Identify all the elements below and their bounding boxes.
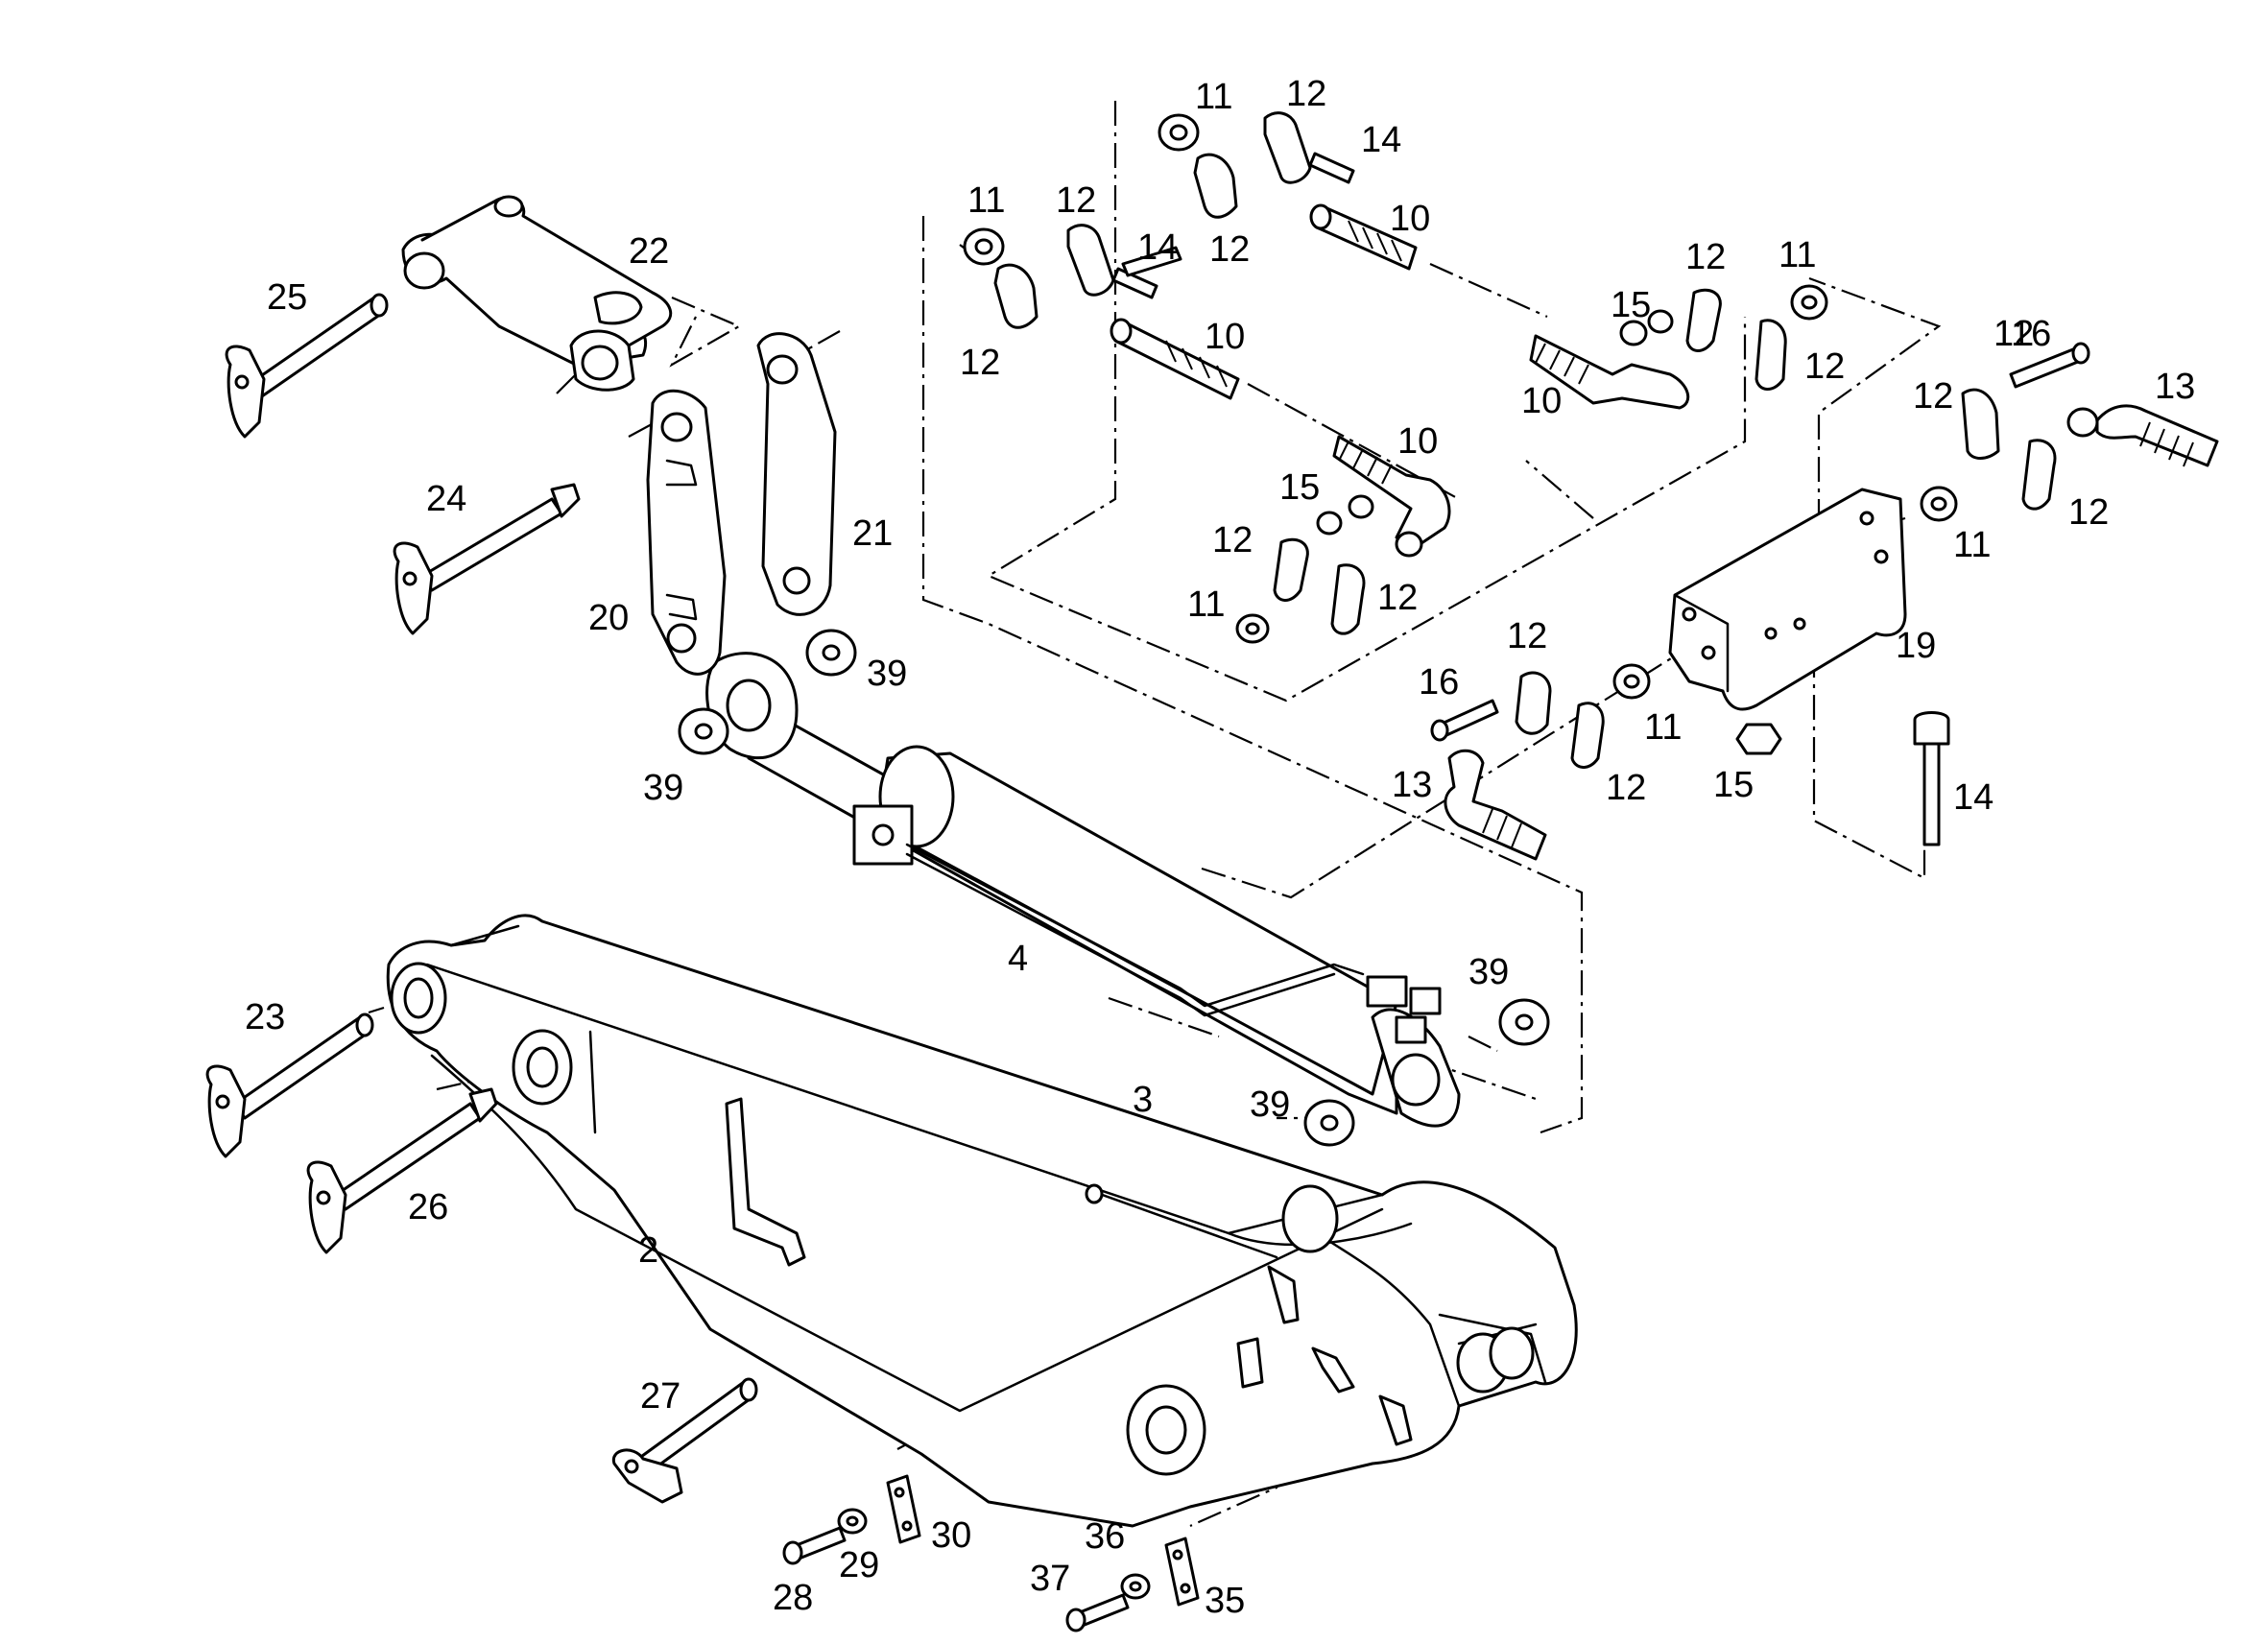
washers-39 <box>678 629 1550 1147</box>
callout: 3 <box>1133 1080 1153 1120</box>
pin-23 <box>205 1013 374 1158</box>
callout: 12 <box>1377 578 1418 618</box>
callout: 24 <box>426 479 466 519</box>
callout: 12 <box>1804 346 1845 387</box>
callout: 12 <box>1993 314 2034 354</box>
callout: 14 <box>1137 227 1178 268</box>
pin-27 <box>611 1377 758 1504</box>
link-22 <box>401 195 673 392</box>
pin-25 <box>225 293 389 439</box>
callout: 10 <box>1205 317 1245 357</box>
callout: 39 <box>867 654 907 694</box>
callout: 13 <box>2155 367 2195 407</box>
callout: 26 <box>408 1187 448 1227</box>
link-21 <box>756 332 837 616</box>
callout-labels: 11 12 14 12 10 11 12 14 12 10 12 15 12 1… <box>245 74 2195 1621</box>
callout: 23 <box>245 997 285 1037</box>
callout: 29 <box>839 1545 879 1585</box>
callout: 20 <box>588 598 629 638</box>
callout: 30 <box>931 1515 971 1556</box>
callout: 12 <box>960 343 1000 383</box>
boom-arm <box>386 914 1578 1528</box>
callout: 39 <box>1468 952 1509 992</box>
callout: 35 <box>1205 1581 1245 1621</box>
callout: 37 <box>1030 1559 1070 1599</box>
pin-26 <box>306 1087 498 1254</box>
callout: 15 <box>1279 467 1320 508</box>
callout: 12 <box>1056 180 1096 221</box>
callout: 11 <box>967 180 1005 221</box>
callout: 25 <box>267 277 307 318</box>
callout: 12 <box>1209 229 1250 270</box>
link-20 <box>646 389 727 676</box>
callout: 12 <box>1685 237 1726 277</box>
callout: 10 <box>1390 199 1430 239</box>
pin-24 <box>393 483 581 635</box>
callout: 27 <box>640 1376 680 1417</box>
callout: 11 <box>1953 525 1991 565</box>
callout: 10 <box>1521 381 1562 421</box>
callout: 13 <box>1392 765 1432 805</box>
hydraulic-cylinder <box>705 652 1461 1128</box>
callout: 12 <box>2068 492 2109 533</box>
callout: 15 <box>1713 765 1754 805</box>
callout: 12 <box>1212 520 1253 560</box>
callout: 28 <box>773 1578 813 1618</box>
callout: 12 <box>1913 376 1953 417</box>
callout: 15 <box>1611 285 1651 325</box>
callout: 10 <box>1397 421 1438 462</box>
callout: 19 <box>1896 626 1936 666</box>
callout: 11 <box>1644 707 1682 748</box>
callout: 12 <box>1286 74 1326 114</box>
callout: 12 <box>1507 616 1547 656</box>
callout: 14 <box>1953 777 1993 818</box>
callout: 11 <box>1779 235 1816 275</box>
callout: 36 <box>1085 1516 1125 1557</box>
lock-hardware <box>782 1474 1200 1632</box>
callout: 39 <box>643 768 683 808</box>
callout: 14 <box>1361 120 1401 160</box>
callout: 39 <box>1250 1084 1290 1125</box>
callout: 21 <box>852 513 893 554</box>
callout: 22 <box>629 231 669 272</box>
callout: 11 <box>1195 77 1232 117</box>
part-3-rod <box>1085 1183 1278 1259</box>
callout: 4 <box>1008 939 1028 979</box>
callout: 16 <box>1419 662 1459 703</box>
callout: 2 <box>638 1230 658 1271</box>
hydraulic-fittings <box>963 111 2219 861</box>
callout: 16 <box>2011 314 2051 354</box>
callout: 12 <box>1606 768 1646 808</box>
callout: 11 <box>1187 584 1225 625</box>
